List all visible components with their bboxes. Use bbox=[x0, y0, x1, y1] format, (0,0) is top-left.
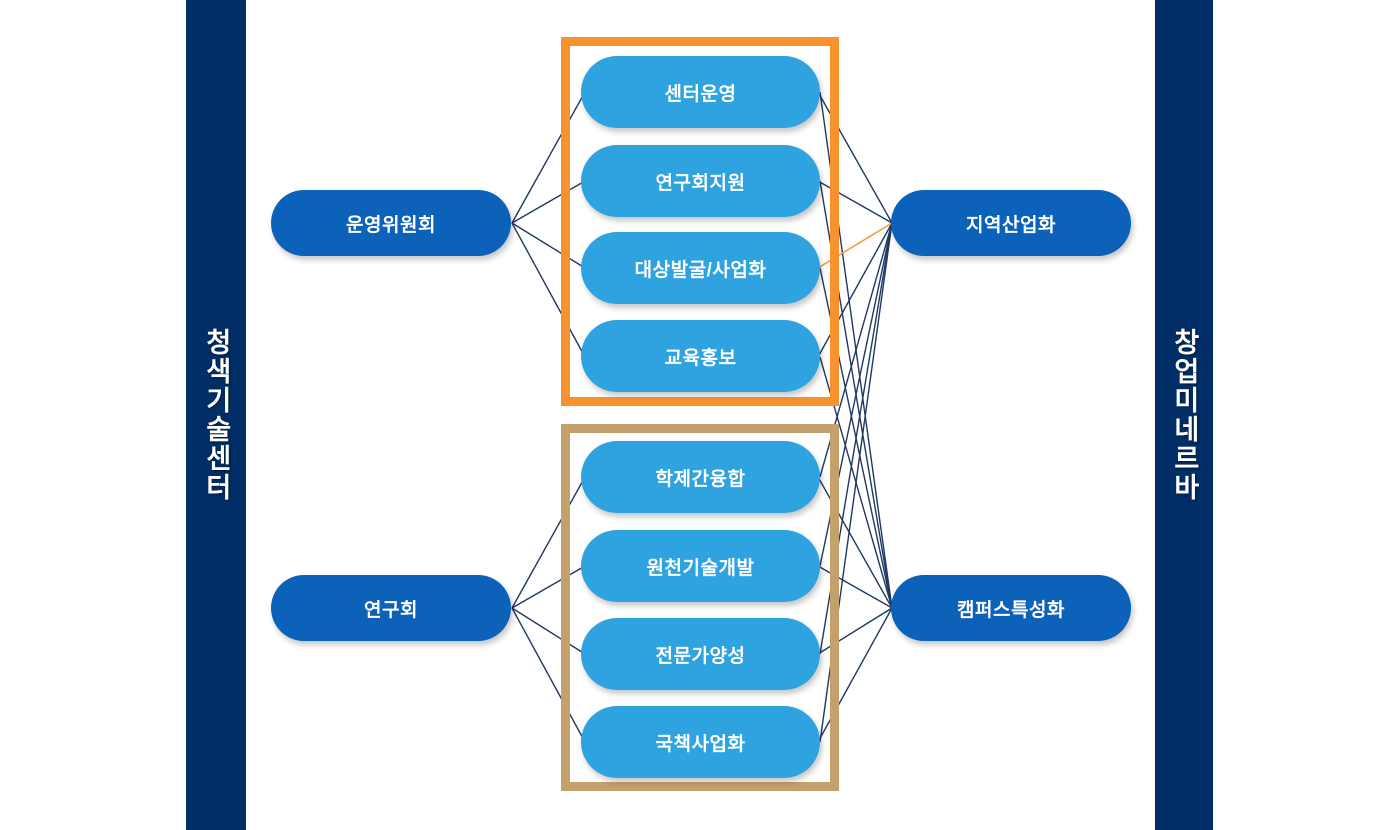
group-upper-item-4-label: 교육홍보 bbox=[664, 347, 737, 369]
left-banner-label: 청색기술센터 bbox=[201, 328, 232, 502]
left-banner: 청색기술센터 bbox=[186, 0, 246, 830]
group-lower-item-4[interactable]: 국책사업화 bbox=[581, 706, 820, 778]
node-right-lower-label: 캠퍼스특성화 bbox=[957, 599, 1065, 621]
group-lower-item-2-label: 원천기술개발 bbox=[646, 557, 755, 579]
group-lower-item-2[interactable]: 원천기술개발 bbox=[581, 530, 820, 602]
right-banner-label: 창업미네르바 bbox=[1169, 328, 1200, 502]
right-banner: 창업미네르바 bbox=[1155, 0, 1213, 830]
group-lower-item-4-label: 국책사업화 bbox=[655, 733, 746, 755]
group-frame-lower bbox=[561, 424, 839, 791]
group-upper-item-1[interactable]: 센터운영 bbox=[581, 56, 820, 128]
node-left-upper[interactable]: 운영위원회 bbox=[271, 190, 511, 256]
node-left-lower-label: 연구회 bbox=[364, 599, 418, 621]
node-right-upper[interactable]: 지역산업화 bbox=[891, 190, 1131, 256]
node-left-upper-label: 운영위원회 bbox=[346, 214, 436, 236]
group-upper-item-2[interactable]: 연구회지원 bbox=[581, 145, 820, 217]
node-right-upper-label: 지역산업화 bbox=[966, 214, 1056, 236]
group-upper-item-3[interactable]: 대상발굴/사업화 bbox=[581, 232, 820, 304]
group-frame-upper bbox=[561, 37, 839, 406]
group-lower-item-1-label: 학제간융합 bbox=[655, 468, 746, 490]
node-left-lower[interactable]: 연구회 bbox=[271, 575, 511, 641]
group-upper-item-3-label: 대상발굴/사업화 bbox=[634, 259, 767, 281]
group-upper-item-1-label: 센터운영 bbox=[664, 83, 737, 105]
group-upper-item-2-label: 연구회지원 bbox=[655, 172, 746, 194]
group-lower-item-1[interactable]: 학제간융합 bbox=[581, 441, 820, 513]
group-lower-item-3-label: 전문가양성 bbox=[655, 645, 746, 667]
node-right-lower[interactable]: 캠퍼스특성화 bbox=[891, 575, 1131, 641]
group-upper-item-4[interactable]: 교육홍보 bbox=[581, 320, 820, 392]
group-lower-item-3[interactable]: 전문가양성 bbox=[581, 618, 820, 690]
